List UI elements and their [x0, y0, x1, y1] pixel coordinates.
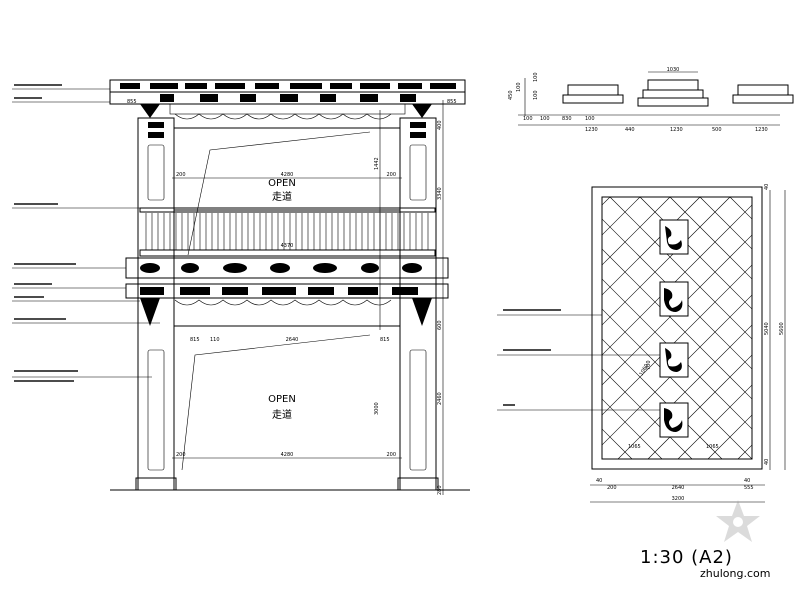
lattice-line	[318, 197, 580, 459]
lattice-line	[647, 354, 752, 459]
lattice-line	[78, 197, 340, 459]
lattice-line	[602, 248, 752, 400]
top-plan-row-1: 830	[562, 116, 572, 122]
lattice-line	[602, 294, 752, 446]
lattice-line	[677, 384, 752, 459]
leader-lines	[12, 84, 160, 382]
lattice-line	[602, 368, 693, 459]
scale-label: 1:30 (A2)	[640, 547, 733, 568]
top-plan-row-7: 500	[712, 127, 722, 133]
lattice-line	[108, 197, 370, 459]
plan-dim-40b: 40	[744, 478, 750, 484]
lattice-line	[790, 197, 800, 459]
lower-walkway-text: 走道	[272, 408, 292, 421]
top-plan-left-2: 100	[533, 72, 539, 82]
top-plan-left-1: 100	[516, 82, 522, 92]
plan-dim-700: 700	[646, 360, 652, 370]
lattice-line	[602, 204, 752, 356]
lower-cornice-ornaments	[140, 287, 418, 295]
lattice-line	[602, 398, 663, 459]
dim-110: 110	[210, 337, 220, 343]
lattice-line	[602, 197, 731, 326]
upper-walkway-text: 走道	[272, 190, 292, 203]
lattice-line	[602, 428, 633, 459]
middle-ornament-band	[140, 263, 422, 273]
lattice-line	[602, 308, 752, 459]
plan-dim-5600: 5600	[779, 322, 785, 335]
top-plan-row-8: 1230	[755, 127, 768, 133]
top-plan-left-3: 100	[533, 90, 539, 100]
plan-dim-555: 555	[744, 485, 754, 491]
top-plan-row-2: 100	[585, 116, 595, 122]
lattice-line	[602, 234, 752, 386]
lattice-line	[669, 197, 752, 280]
lattice-line	[707, 414, 752, 459]
cornice-ornament-row	[120, 83, 456, 102]
lattice-line	[228, 197, 490, 459]
top-plan-row-0: 100	[523, 116, 533, 122]
lattice-line	[258, 197, 520, 459]
lattice-line	[602, 197, 611, 206]
lower-open-text: OPEN	[268, 394, 296, 405]
dim-right-400: 400	[437, 120, 443, 130]
plan-dim-40c: 40	[764, 184, 770, 190]
lattice-line	[602, 197, 641, 236]
plan-dim-40d: 40	[764, 459, 770, 465]
dim-top-right: 855	[447, 99, 457, 105]
dim-top-left: 855	[127, 99, 137, 105]
dim-3000: 3000	[374, 402, 380, 415]
top-plan-row-4: 1230	[585, 127, 598, 133]
dim-right-2460: 2460	[437, 392, 443, 405]
top-plan-1030: 1030	[667, 67, 680, 73]
dim-right-600: 600	[437, 320, 443, 330]
upper-open-text: OPEN	[268, 178, 296, 189]
top-plan-row-6: 1230	[670, 127, 683, 133]
dim-upper-side-b: 200	[386, 172, 396, 178]
watermark-logo	[716, 500, 760, 542]
lattice-line	[602, 218, 752, 370]
lattice-line	[198, 197, 460, 459]
dim-lower-width: 4280	[281, 452, 294, 458]
upper-frieze	[169, 103, 406, 120]
top-plan-row-5: 440	[625, 127, 635, 133]
dim-balcony-width: 4370	[281, 243, 294, 249]
lattice-line	[602, 458, 603, 459]
dim-right-3340: 3340	[437, 187, 443, 200]
plan-dim-1065b: 1065	[706, 444, 719, 450]
plan-dim-1060: 1060	[639, 363, 651, 377]
plan-dim-200: 200	[607, 485, 617, 491]
ornament-panels	[659, 219, 689, 438]
lattice-line	[602, 197, 671, 266]
plan-dim-3200: 3200	[672, 496, 685, 502]
dim-upper-side-a: 200	[176, 172, 186, 178]
lattice-line	[609, 197, 752, 340]
balcony-balusters	[145, 213, 429, 250]
lattice-line	[138, 197, 400, 459]
top-plan-row-3: 100	[540, 116, 550, 122]
lattice-line	[602, 264, 752, 416]
top-plan-left-0: 450	[508, 90, 514, 100]
watermark-text: zhulong.com	[700, 567, 770, 580]
lattice-line	[168, 197, 430, 459]
plan-dim-1065: 1065	[628, 444, 641, 450]
dim-2640: 2640	[286, 337, 299, 343]
lattice-line	[699, 197, 752, 250]
top-plan-drawing: 1030 100 830 100 100 1230 440 1230 500 1…	[508, 67, 794, 133]
lattice-line	[602, 197, 701, 296]
dim-lower-side-a: 200	[176, 452, 186, 458]
plan-dim-2640: 2640	[672, 485, 685, 491]
plan-dim-40a: 40	[596, 478, 602, 484]
dim-815-b: 815	[380, 337, 390, 343]
dim-815-a: 815	[190, 337, 200, 343]
plan-dim-5040: 5040	[764, 322, 770, 335]
elevation-drawing: OPEN 走道 4280 200 200 4370	[12, 79, 470, 495]
dim-lower-side-b: 200	[386, 452, 396, 458]
ceiling-plan-drawing: 40 200 2640 3200 555 40 1065 1065 1060 7…	[78, 184, 800, 503]
dim-1442: 1442	[374, 157, 380, 170]
dim-upper-width: 4280	[281, 172, 294, 178]
dim-right-280: 280	[437, 485, 443, 495]
lattice-line	[602, 278, 752, 430]
lattice-line	[288, 197, 550, 459]
